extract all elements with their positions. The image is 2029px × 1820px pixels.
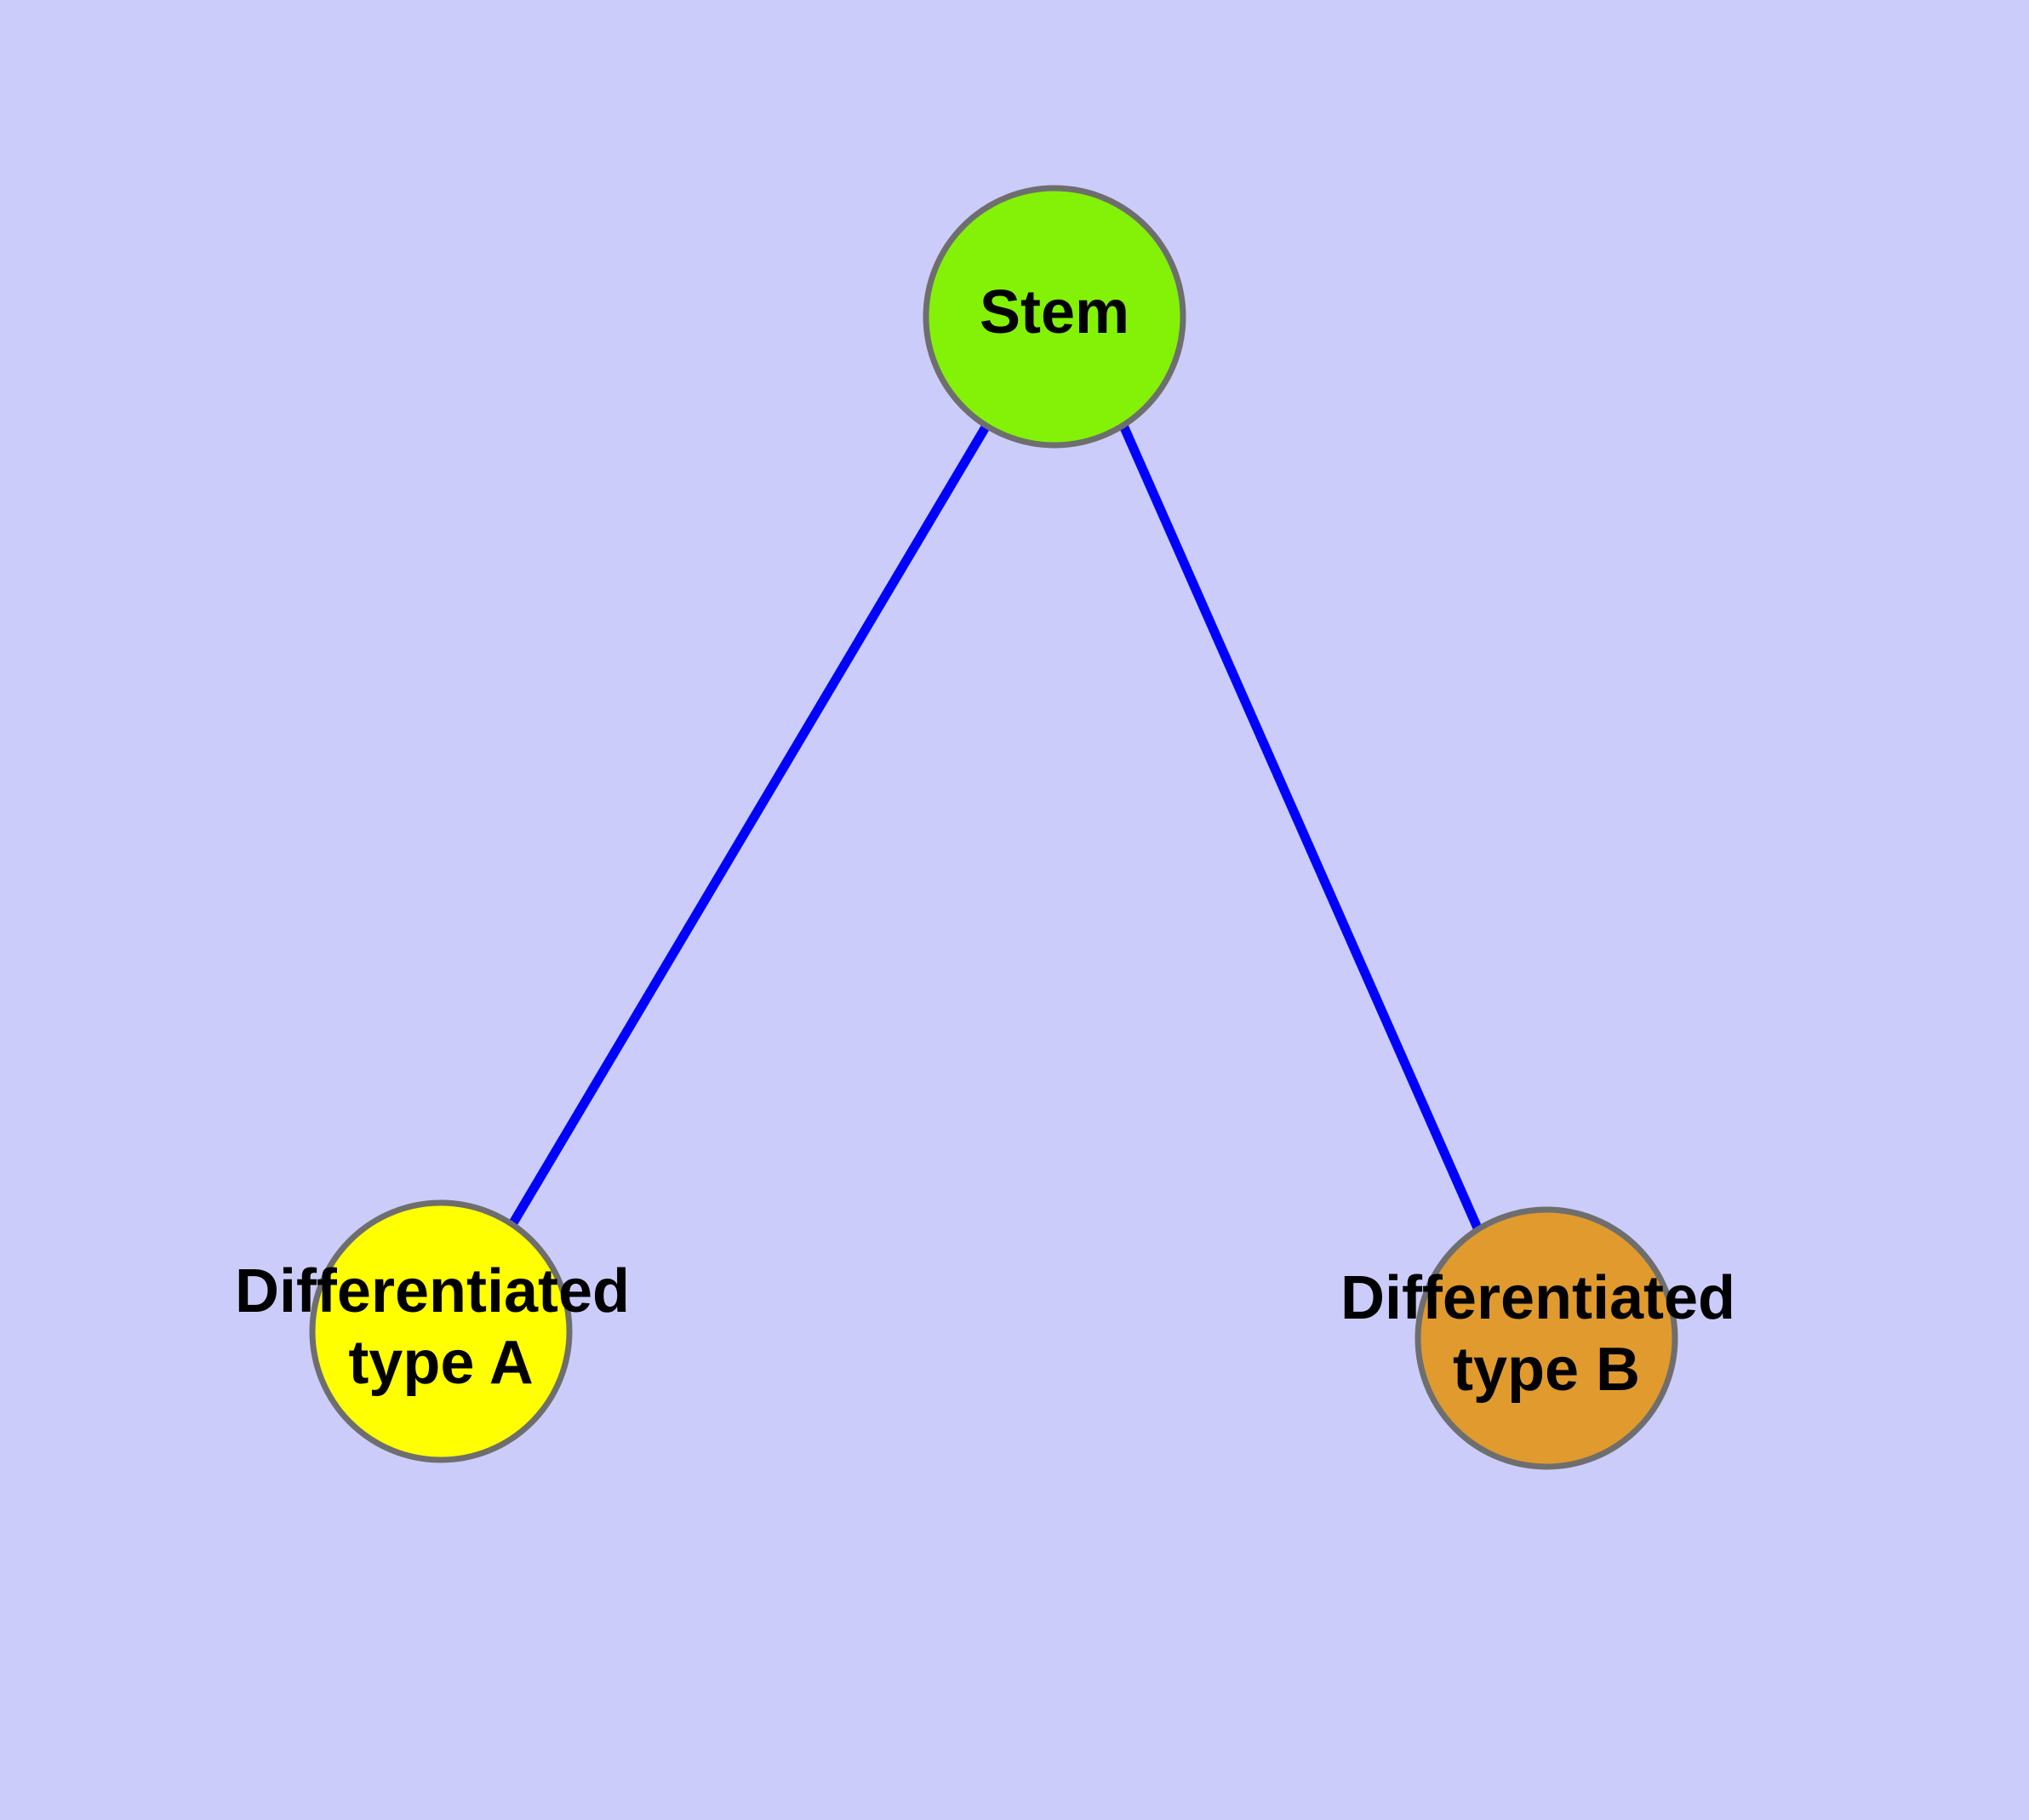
node-differentiated-type-b-label: Differentiated type B [1340, 1264, 1752, 1404]
node-differentiated-type-b-circle[interactable] [1415, 1206, 1678, 1470]
node-differentiated-type-a[interactable]: Differentiated type A [235, 1199, 647, 1463]
node-stem-label: Stem [980, 278, 1129, 346]
node-stem[interactable]: Stem [923, 185, 1186, 449]
node-differentiated-type-a-circle[interactable] [309, 1199, 573, 1463]
node-differentiated-type-b-label-line-2: type B [1453, 1336, 1640, 1404]
node-layer: Stem Differentiated type A Differentiate… [235, 185, 1752, 1470]
edge-stem-to-differentiated-type-a[interactable] [507, 423, 991, 1228]
edge-stem-to-differentiated-type-b[interactable] [1118, 423, 1484, 1234]
node-stem-circle[interactable] [923, 185, 1186, 449]
node-differentiated-type-b-label-line-1: Differentiated [1340, 1264, 1735, 1332]
node-differentiated-type-a-label: Differentiated type A [235, 1257, 647, 1397]
edge-layer [507, 423, 1484, 1234]
node-differentiated-type-b[interactable]: Differentiated type B [1340, 1206, 1752, 1470]
node-differentiated-type-a-label-line-2: type A [348, 1329, 533, 1397]
node-differentiated-type-a-label-line-1: Differentiated [235, 1257, 630, 1325]
node-stem-label-line-1: Stem [980, 278, 1129, 346]
